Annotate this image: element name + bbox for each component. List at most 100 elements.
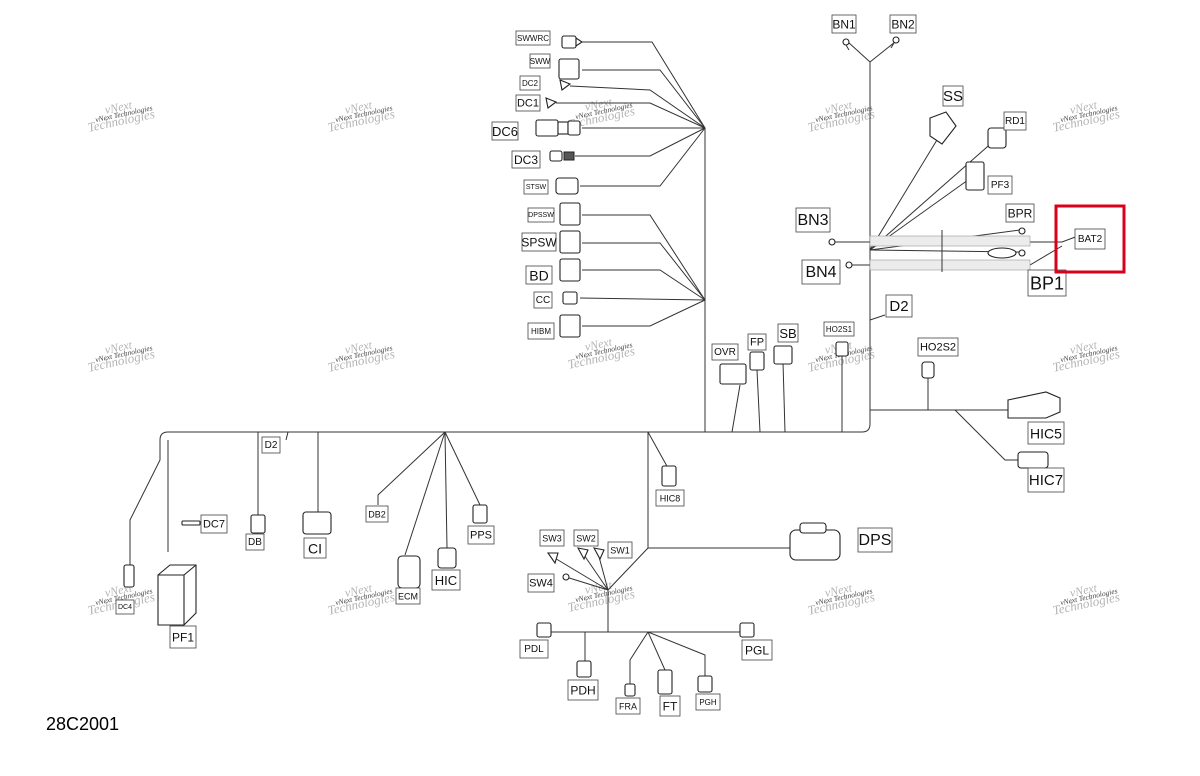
label-text-dc4: DC4: [118, 604, 132, 611]
pgl-connector-icon: [739, 622, 755, 638]
label-pdh: PDH: [567, 679, 599, 701]
bn4-eyelet-icon: [845, 261, 853, 269]
dc2-connector-icon: [559, 79, 572, 91]
label-text-bn3: BN3: [797, 212, 828, 229]
label-text-bpr: BPR: [1008, 207, 1033, 221]
svg-text:vNext: vNext: [344, 337, 374, 357]
label-cc: CC: [533, 291, 553, 309]
label-text-ss: SS: [943, 88, 963, 105]
label-text-rd1: RD1: [1005, 116, 1025, 127]
label-text-hic5: HIC5: [1030, 426, 1062, 442]
label-text-ft: FT: [663, 700, 678, 714]
label-text-db: DB: [248, 537, 262, 548]
label-text-sww: SWW: [530, 57, 551, 66]
label-text-pdh: PDH: [570, 684, 595, 698]
label-text-cc: CC: [536, 295, 550, 306]
label-dc2: DC2: [519, 75, 541, 91]
fp-connector-icon: [749, 351, 765, 371]
cc-connector-icon: [562, 291, 578, 305]
bpr-eyelet-icon: [1018, 227, 1026, 235]
label-text-sw4: SW4: [529, 578, 553, 590]
ecm-connector-icon: [397, 555, 421, 589]
dc4-connector-icon: [123, 564, 135, 588]
label-pgl: PGL: [741, 639, 773, 661]
label-ft: FT: [659, 695, 681, 717]
label-bpr: BPR: [1005, 203, 1035, 223]
label-bd: BD: [525, 265, 553, 285]
label-dc4: DC4: [115, 599, 135, 615]
label-sw4: SW4: [527, 573, 555, 593]
label-text-bat2: BAT2: [1078, 234, 1103, 245]
connector-labels: SWWRCSWWDC2DC1DC6DC3STSWDPSSWSPSWBDCCHIB…: [115, 14, 1106, 717]
label-pdl: PDL: [519, 639, 549, 659]
ovr-connector-icon: [719, 363, 747, 385]
ci-connector-icon: [302, 511, 332, 535]
label-text-pf3: PF3: [991, 180, 1010, 191]
label-text-sw3: SW3: [542, 534, 562, 544]
label-text-hic8: HIC8: [660, 494, 681, 504]
svg-text:vNext: vNext: [104, 337, 134, 357]
fra-connector-icon: [624, 683, 636, 697]
label-text-bn2: BN2: [891, 18, 915, 32]
sw1-connector-icon: [592, 547, 605, 561]
ho2s1-connector-icon: [835, 341, 849, 357]
label-text-dc6: DC6: [492, 124, 518, 139]
dc7-eyelet-icon: [181, 520, 201, 526]
label-text-ho2s1: HO2S1: [826, 325, 853, 334]
label-text-db2: DB2: [368, 510, 386, 520]
sw3-connector-icon: [546, 552, 559, 565]
label-text-dc2: DC2: [522, 79, 539, 88]
label-bn3: BN3: [795, 207, 831, 233]
label-bp1: BP1: [1027, 269, 1067, 297]
label-stsw: STSW: [523, 179, 549, 195]
dpssw-connector-icon: [559, 202, 581, 226]
bp1-cable-icon: [869, 230, 1031, 272]
dps-sensor-icon: [789, 522, 841, 561]
label-sw3: SW3: [539, 529, 565, 547]
label-spsw: SPSW: [521, 232, 557, 252]
dc1-connector-icon: [545, 97, 558, 109]
svg-text:vNext: vNext: [584, 334, 614, 354]
label-swwrc: SWWRC: [515, 30, 551, 46]
hic-connector-icon: [437, 547, 457, 569]
label-bat2: BAT2: [1074, 228, 1106, 250]
swwrc-connector-icon: [561, 35, 583, 49]
label-text-ci: CI: [308, 541, 322, 557]
svg-text:vNext: vNext: [344, 97, 374, 117]
pps-connector-icon: [472, 504, 488, 524]
label-text-hic: HIC: [435, 573, 457, 588]
label-bn2: BN2: [889, 14, 917, 34]
label-text-dc3: DC3: [514, 153, 538, 167]
label-text-d2-left: D2: [265, 440, 278, 451]
bn2-eyelet-icon: [890, 36, 900, 49]
label-text-ecm: ECM: [398, 592, 418, 602]
label-db2: DB2: [365, 505, 389, 523]
label-ci: CI: [303, 537, 327, 559]
harness-wires: [129, 41, 1079, 686]
label-sw2: SW2: [573, 529, 599, 547]
label-text-pgh: PGH: [699, 698, 717, 707]
label-text-dc7: DC7: [203, 519, 225, 531]
label-ecm: ECM: [395, 587, 421, 605]
label-text-bd: BD: [529, 268, 548, 284]
label-text-swwrc: SWWRC: [517, 34, 549, 43]
label-hic: HIC: [431, 569, 461, 591]
pf1-fuse-box-icon: [157, 564, 197, 626]
svg-text:vNext: vNext: [1069, 337, 1099, 357]
label-text-fra: FRA: [619, 702, 637, 712]
svg-text:vNext: vNext: [1069, 97, 1099, 117]
label-text-bn1: BN1: [832, 18, 856, 32]
label-d2-left: D2: [261, 436, 281, 454]
label-text-bp1: BP1: [1030, 274, 1064, 294]
label-bn1: BN1: [831, 14, 857, 34]
label-text-pf1: PF1: [172, 631, 194, 645]
label-text-pgl: PGL: [745, 644, 769, 658]
